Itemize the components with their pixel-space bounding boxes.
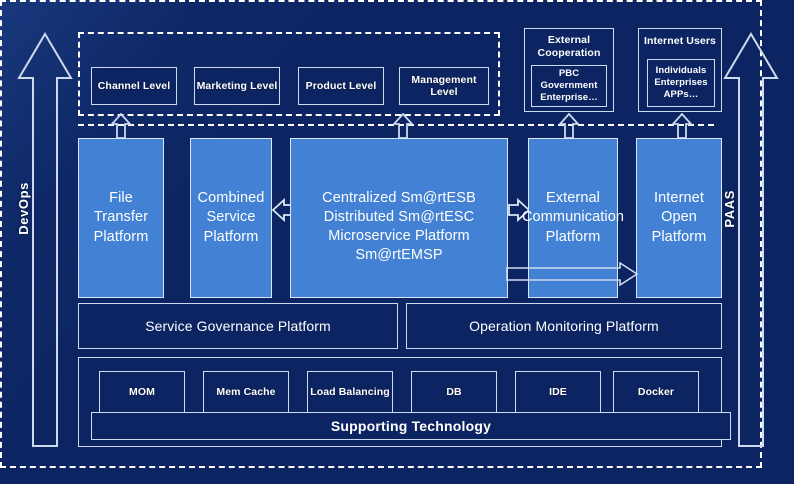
outer-dashed-frame bbox=[0, 0, 762, 468]
platform-label: Combined Service Platform bbox=[197, 190, 265, 245]
platform-external-communication[interactable]: External Communication Platform bbox=[522, 138, 624, 298]
tech-chip-label: Mem Cache bbox=[216, 385, 276, 398]
tech-chip-mom[interactable]: MOM bbox=[99, 371, 185, 413]
long-arrow-core-to-internet-open bbox=[506, 262, 638, 286]
tech-chip-mem-cache[interactable]: Mem Cache bbox=[203, 371, 289, 413]
internet-users-title: Internet Users bbox=[643, 35, 716, 47]
platform-internet-open[interactable]: Internet Open Platform bbox=[636, 138, 722, 298]
paas-arrow-label: PAAS bbox=[722, 190, 737, 228]
up-arrow-external-cooperation bbox=[558, 113, 580, 139]
platform-label: External Communication Platform bbox=[521, 190, 625, 245]
level-box-marketing[interactable]: Marketing Level bbox=[194, 67, 280, 105]
platform-combined-service[interactable]: Combined Service Platform bbox=[190, 138, 272, 298]
paas-arrow: PAAS bbox=[722, 30, 780, 450]
tech-chip-label: MOM bbox=[129, 385, 155, 398]
level-label: Marketing Level bbox=[196, 79, 278, 92]
level-box-product[interactable]: Product Level bbox=[298, 67, 384, 105]
tech-chip-label: IDE bbox=[549, 385, 567, 398]
internet-users-group[interactable]: Internet Users Individuals Enterprises A… bbox=[638, 28, 722, 112]
platform-core-line-1: Centralized Sm@rtESB bbox=[322, 190, 476, 206]
up-arrow-channel bbox=[110, 113, 132, 139]
external-cooperation-inner: PBC Government Enterprise… bbox=[531, 65, 607, 107]
supporting-technology-label: Supporting Technology bbox=[330, 417, 492, 434]
level-label: Management Level bbox=[411, 73, 477, 98]
governance-label: Operation Monitoring Platform bbox=[469, 317, 659, 334]
external-cooperation-title: External Cooperation bbox=[537, 34, 601, 60]
external-cooperation-inner-label: PBC Government Enterprise… bbox=[540, 68, 598, 103]
consumer-levels-zone bbox=[78, 32, 500, 116]
internet-users-inner: Individuals Enterprises APPs… bbox=[647, 59, 715, 107]
up-arrow-internet-users bbox=[671, 113, 693, 139]
tech-chip-docker[interactable]: Docker bbox=[613, 371, 699, 413]
platform-label: File Transfer Platform bbox=[93, 190, 149, 245]
platform-label: Internet Open Platform bbox=[651, 190, 707, 245]
zone-separator-dashed-line bbox=[78, 124, 714, 126]
right-arrow-core-to-external-comm bbox=[508, 198, 530, 222]
governance-service-platform[interactable]: Service Governance Platform bbox=[78, 303, 398, 349]
platform-core-line-2: Distributed Sm@rtESC bbox=[323, 209, 475, 226]
governance-label: Service Governance Platform bbox=[145, 317, 331, 334]
platform-file-transfer[interactable]: File Transfer Platform bbox=[78, 138, 164, 298]
supporting-technology-banner: Supporting Technology bbox=[91, 412, 731, 440]
level-label: Channel Level bbox=[97, 79, 171, 92]
tech-chip-label: Load Balancing bbox=[310, 385, 390, 398]
tech-chip-load-balancing[interactable]: Load Balancing bbox=[307, 371, 393, 413]
devops-arrow: DevOps bbox=[16, 30, 74, 450]
tech-chip-ide[interactable]: IDE bbox=[515, 371, 601, 413]
platform-core-line-3: Microservice Platform Sm@rtEMSP bbox=[328, 228, 470, 264]
tech-chip-label: DB bbox=[446, 385, 462, 398]
governance-operation-monitoring[interactable]: Operation Monitoring Platform bbox=[406, 303, 722, 349]
devops-arrow-label: DevOps bbox=[16, 182, 31, 235]
level-box-management[interactable]: Management Level bbox=[399, 67, 489, 105]
platform-core-esb[interactable]: Centralized Sm@rtESB Distributed Sm@rtES… bbox=[290, 138, 508, 298]
tech-chip-db[interactable]: DB bbox=[411, 371, 497, 413]
external-cooperation-group[interactable]: External Cooperation PBC Government Ente… bbox=[524, 28, 614, 112]
tech-chip-label: Docker bbox=[637, 385, 675, 398]
internet-users-inner-label: Individuals Enterprises APPs… bbox=[654, 65, 708, 100]
up-arrow-product bbox=[392, 113, 414, 139]
level-label: Product Level bbox=[305, 79, 377, 92]
level-box-channel[interactable]: Channel Level bbox=[91, 67, 177, 105]
